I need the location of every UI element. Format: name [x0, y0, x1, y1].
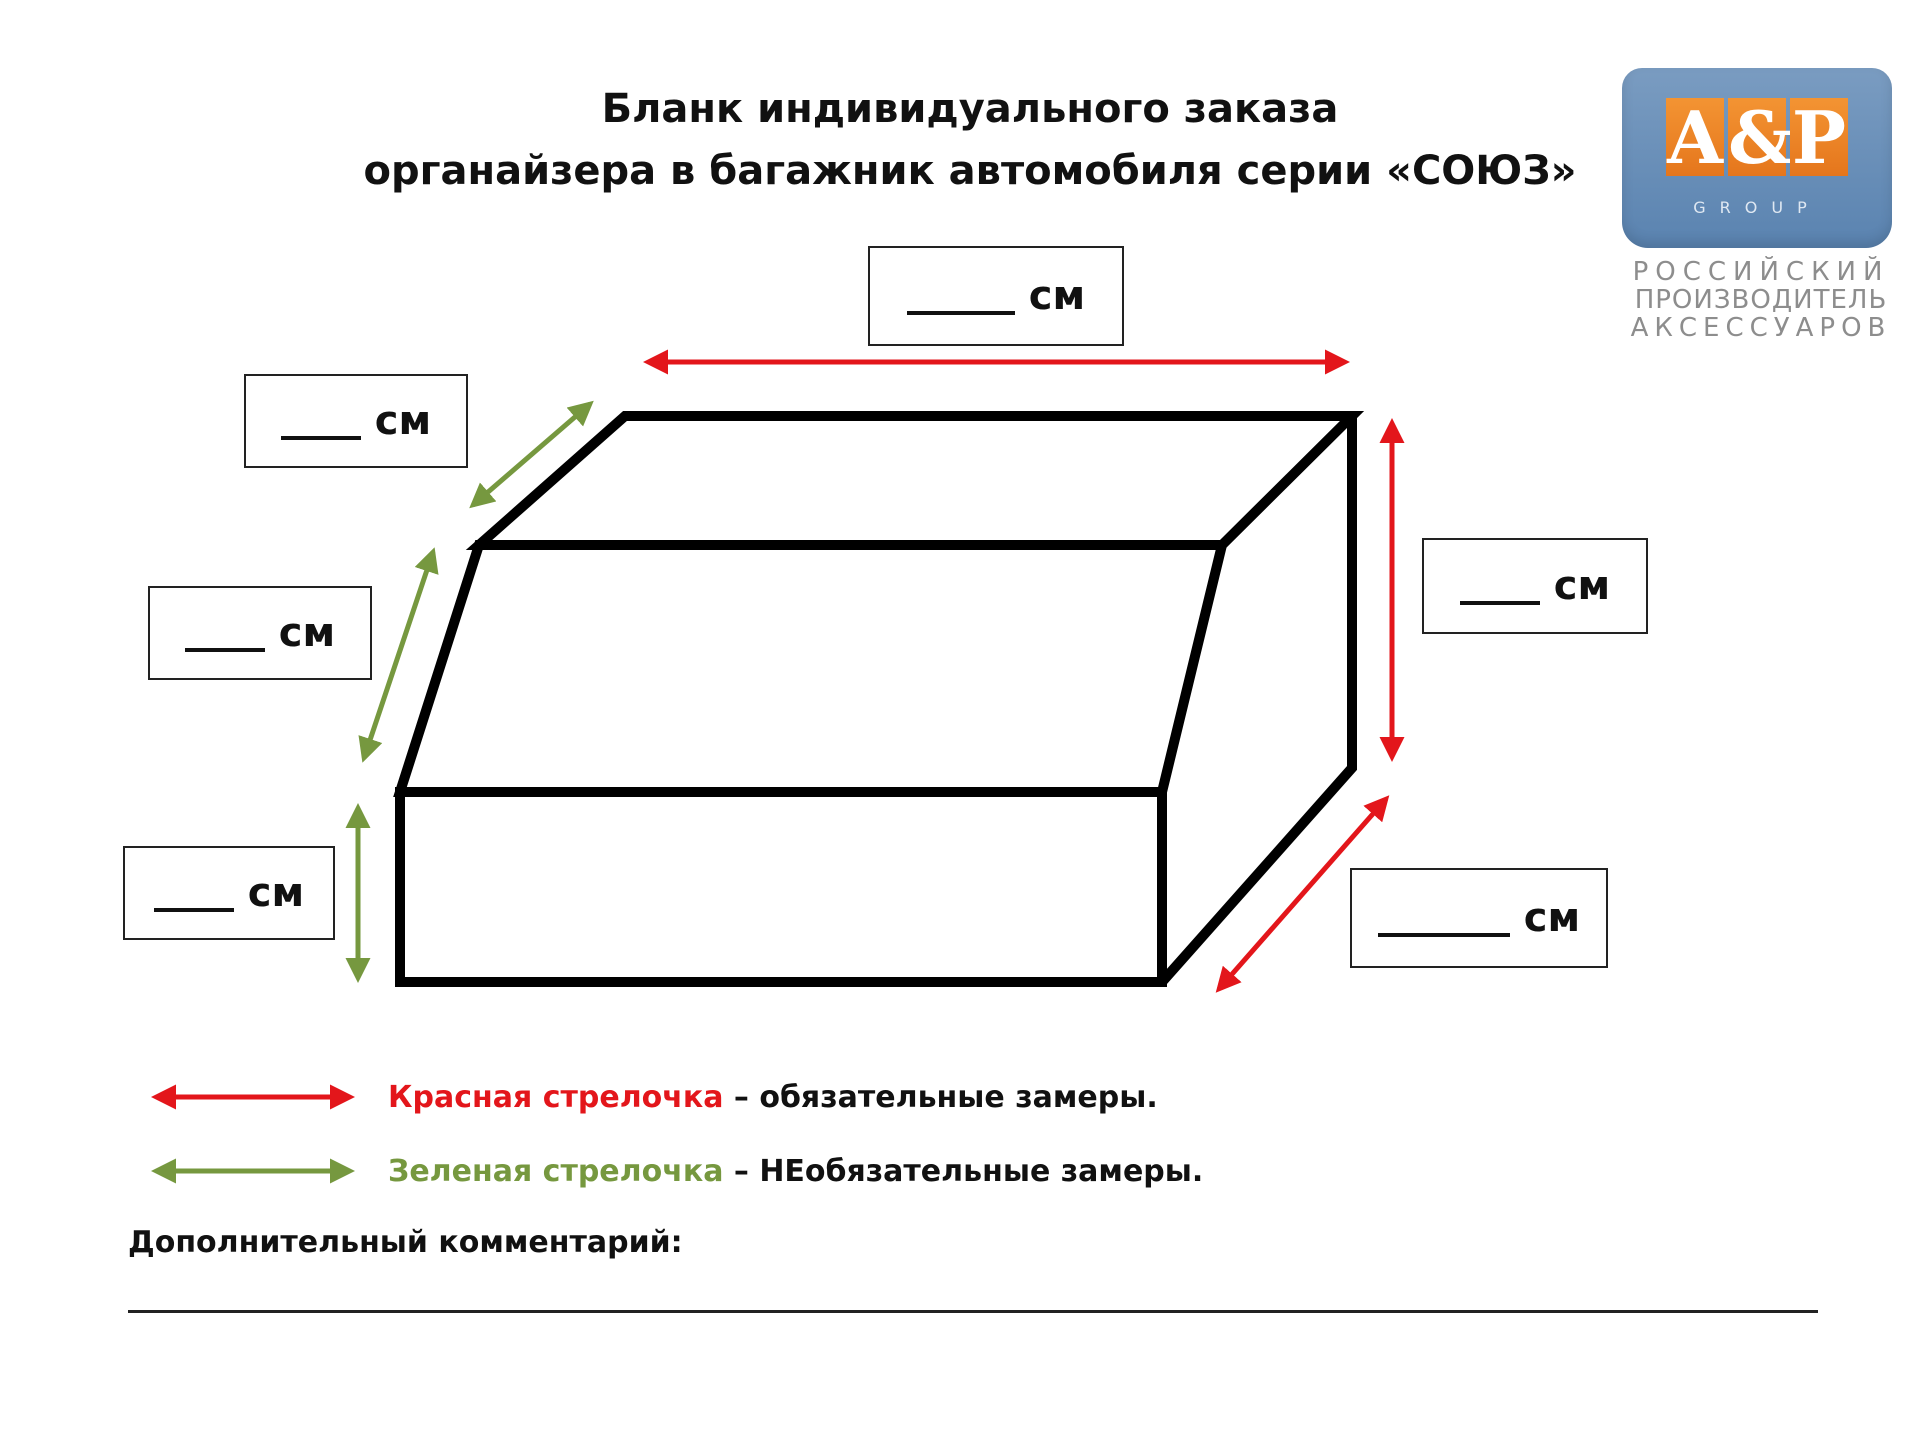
title-line-2: органайзера в багажник автомобиля серии … [363, 148, 1577, 194]
measurement-blank [906, 277, 1015, 315]
logo-letter-ampersand: & [1728, 95, 1794, 180]
measurement-blank [1459, 567, 1540, 605]
measurement-unit: см [1553, 563, 1611, 609]
measurement-unit: см [1028, 273, 1086, 319]
tagline-line-1: РОССИЙСКИЙ [1632, 257, 1890, 287]
logo-letter-a: A [1666, 95, 1724, 180]
legend-red-arrow [151, 1084, 355, 1110]
measurement-bottom-depth[interactable]: см [1350, 868, 1608, 968]
measurement-slope-length[interactable]: см [148, 586, 372, 680]
box-slope-face [393, 540, 1229, 797]
logo-letters: A & P [1666, 95, 1848, 180]
tagline-line-2: ПРОИЗВОДИТЕЛЬ [1634, 285, 1888, 315]
measurement-top-length[interactable]: см [868, 246, 1124, 346]
green-arrows [345, 400, 594, 983]
arrow-bottom-depth [1215, 795, 1390, 993]
tagline-line-3: АКСЕССУАРОВ [1630, 313, 1892, 343]
box-front-face [395, 787, 1167, 987]
measurement-blank [153, 874, 234, 912]
measurement-unit: см [247, 870, 305, 916]
legend-red-label: Красная стрелочка [388, 1079, 724, 1115]
measurement-unit: см [278, 610, 336, 656]
legend-optional-text: Зеленая стрелочка – НЕобязательные замер… [388, 1154, 1203, 1189]
measurement-unit: см [1523, 895, 1581, 941]
comment-input-line[interactable] [128, 1310, 1818, 1313]
box-side-edge [1158, 416, 1357, 986]
logo-tagline: РОССИЙСКИЙ ПРОИЗВОДИТЕЛЬ АКСЕССУАРОВ [1630, 258, 1892, 342]
measurement-front-height[interactable]: см [123, 846, 335, 940]
arrow-slope-length [358, 547, 439, 763]
comment-label: Дополнительный комментарий: [128, 1225, 683, 1260]
arrow-top-depth [469, 400, 594, 509]
measurement-blank [1377, 899, 1510, 937]
title-line-1: Бланк индивидуального заказа [601, 86, 1339, 132]
measurement-top-depth[interactable]: см [244, 374, 468, 468]
legend-green-desc: – НЕобязательные замеры. [723, 1153, 1204, 1189]
box-top-face [465, 411, 1365, 550]
ap-group-logo: A & P GROUP [1622, 68, 1892, 248]
legend-red-desc: – обязательные замеры. [723, 1079, 1158, 1115]
legend-green-label: Зеленая стрелочка [388, 1153, 724, 1189]
box-outline [393, 411, 1365, 987]
legend-green-arrow [151, 1158, 355, 1184]
measurement-unit: см [374, 398, 432, 444]
measurement-blank [280, 402, 361, 440]
legend-required: Красная стрелочка – обязательные замеры. [148, 1072, 1158, 1122]
measurement-back-height[interactable]: см [1422, 538, 1648, 634]
measurement-blank [184, 614, 265, 652]
legend-optional: Зеленая стрелочка – НЕобязательные замер… [148, 1146, 1203, 1196]
form-title: Бланк индивидуального заказа органайзера… [300, 78, 1640, 202]
red-arrows [643, 349, 1405, 993]
logo-letter-p: P [1790, 95, 1848, 180]
logo-group-text: GROUP [1693, 198, 1821, 217]
legend-required-text: Красная стрелочка – обязательные замеры. [388, 1080, 1158, 1115]
